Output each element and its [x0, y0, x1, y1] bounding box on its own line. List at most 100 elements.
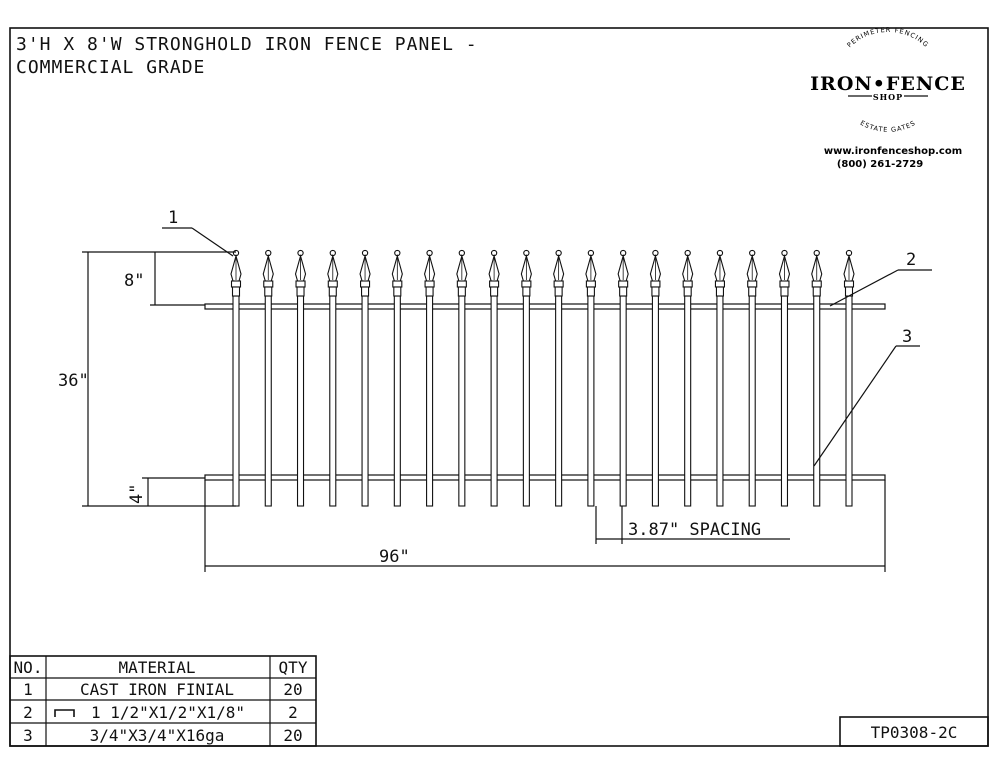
picket	[843, 249, 855, 507]
dimension-overall-height: 36"	[58, 251, 236, 507]
finial-collar	[230, 280, 242, 288]
picket-shaft	[684, 295, 692, 507]
picket	[811, 249, 823, 507]
picket	[391, 249, 403, 507]
picket-shaft	[232, 295, 240, 507]
finial-base	[393, 286, 402, 297]
picket-shaft	[813, 295, 821, 507]
finial-collar	[521, 280, 532, 288]
finial-base	[586, 286, 595, 297]
finial-base	[780, 286, 789, 297]
finial-base	[651, 286, 660, 297]
fence-panel	[204, 249, 886, 507]
finial-base	[490, 286, 499, 297]
picket	[230, 249, 242, 507]
finial-base	[554, 286, 563, 297]
picket	[649, 249, 661, 507]
drawing-number: TP0308-2C	[871, 723, 958, 742]
finial-base	[231, 286, 241, 297]
logo-phone: (800) 261-2729	[837, 159, 923, 170]
picket	[456, 249, 468, 507]
bom-header-qty: QTY	[279, 658, 308, 677]
finial-base	[748, 286, 757, 297]
bom-row-2-no: 2	[23, 703, 33, 722]
picket-shaft	[619, 295, 627, 507]
finial-collar	[263, 280, 274, 288]
sheet-border	[9, 27, 989, 747]
picket-shaft	[264, 295, 272, 507]
bom-header-no: NO.	[14, 658, 43, 677]
finial-base	[812, 286, 821, 297]
title-line-2: COMMERCIAL GRADE	[16, 57, 205, 78]
picket-shaft	[748, 295, 756, 507]
picket	[682, 249, 694, 507]
picket-shaft	[651, 295, 659, 507]
logo-arc-bottom: ESTATE GATES	[859, 119, 917, 134]
drawing-number-box: TP0308-2C	[839, 716, 989, 747]
picket	[746, 249, 758, 507]
logo-shop: SHOP	[873, 92, 903, 102]
picket-shaft	[845, 295, 853, 507]
finial-collar	[811, 280, 822, 288]
overall-height-label: 36"	[58, 371, 89, 391]
picket	[585, 249, 597, 507]
picket	[778, 249, 791, 507]
finial-base	[715, 286, 724, 297]
finial-collar	[456, 280, 467, 288]
finial-height-label: 8"	[124, 271, 144, 291]
callout-2: 2	[829, 250, 932, 307]
logo-name: IRON•FENCE	[810, 73, 966, 95]
logo-website: www.ironfenceshop.com	[824, 146, 962, 157]
bom-row-1-material: CAST IRON FINIAL	[80, 680, 234, 699]
bom-row-3-qty: 20	[283, 726, 302, 745]
bom-header-material: MATERIAL	[118, 658, 195, 677]
picket-shaft	[522, 295, 530, 507]
spacing-label: 3.87" SPACING	[628, 520, 761, 540]
finial-base	[328, 286, 337, 297]
picket	[294, 249, 307, 507]
dimension-overall-width: 96"	[204, 480, 886, 572]
channel-profile-icon	[54, 709, 75, 717]
picket	[262, 249, 274, 507]
finial-collar	[618, 280, 629, 288]
callout-1-label: 1	[168, 208, 178, 228]
bom-row-1-no: 1	[23, 680, 33, 699]
picket-shaft	[329, 295, 337, 507]
bom-row-2-qty: 2	[288, 703, 298, 722]
finial-base	[361, 286, 370, 297]
overall-width-label: 96"	[379, 547, 410, 567]
picket-shaft	[555, 295, 563, 507]
picket	[553, 249, 565, 507]
finial-collar	[779, 280, 790, 288]
picket-shaft	[780, 295, 789, 507]
picket	[359, 249, 371, 507]
picket	[714, 249, 726, 507]
finial-base	[296, 286, 305, 297]
finial-base	[619, 286, 628, 297]
picket	[424, 249, 436, 507]
dimension-bottom-gap: 4"	[127, 477, 205, 506]
finial-base	[683, 286, 692, 297]
picket-shaft	[361, 295, 369, 507]
logo-arc-top: PERIMETER FENCING	[845, 26, 930, 49]
finial-collar	[650, 280, 661, 288]
title-line-1: 3'H X 8'W STRONGHOLD IRON FENCE PANEL -	[16, 34, 478, 55]
bom-row-3-material: 3/4"X3/4"X16ga	[90, 726, 225, 745]
picket-shaft	[426, 295, 434, 507]
picket	[327, 249, 339, 507]
picket	[617, 249, 629, 507]
callout-2-label: 2	[906, 250, 916, 270]
callout-1: 1	[162, 208, 234, 257]
picket	[488, 249, 500, 507]
bom-row-3-no: 3	[23, 726, 33, 745]
dimension-finial-height: 8"	[124, 251, 236, 306]
picket-shaft	[587, 295, 595, 507]
finial-collar	[843, 280, 855, 288]
finial-collar	[553, 280, 564, 288]
finial-collar	[360, 280, 371, 288]
finial-collar	[424, 280, 435, 288]
iron-fence-shop-logo: PERIMETER FENCING IRON•FENCE SHOP ESTATE…	[810, 26, 966, 170]
callout-3: 3	[813, 327, 920, 467]
dimension-spacing: 3.87" SPACING	[595, 506, 790, 544]
